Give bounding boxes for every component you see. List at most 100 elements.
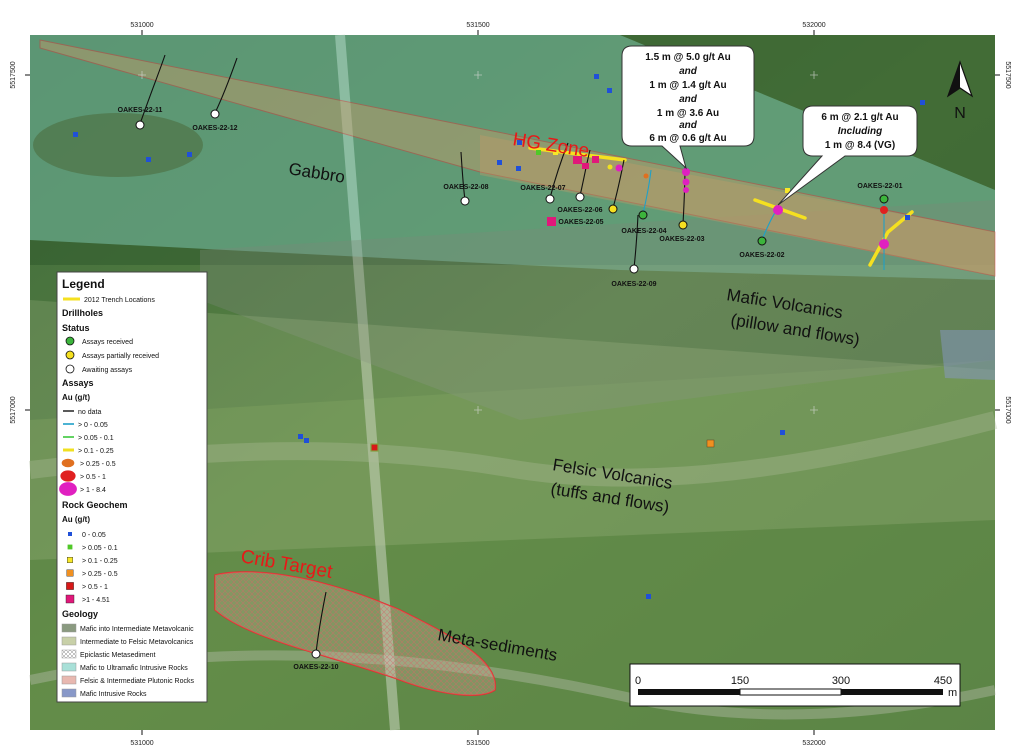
drill-collar-oakes-22-09: [629, 264, 639, 274]
drill-collar-oakes-22-08: [460, 196, 470, 206]
legend-geology-swatch-3: [61, 662, 77, 672]
callout-2-line-2: Including: [838, 126, 882, 137]
legend-rock-swatch-2: [66, 557, 73, 564]
x-tick-bottom-3: 532000: [802, 740, 825, 747]
legend-rock-au-heading: Au (g/t): [62, 515, 90, 524]
drillhole-label-08: OAKES-22-08: [443, 184, 488, 191]
legend-rock-swatch-3: [66, 569, 74, 577]
legend-title: Legend: [62, 277, 105, 291]
north-arrow: N: [946, 60, 974, 122]
callout-1-line-7: 6 m @ 0.6 g/t Au: [649, 133, 726, 144]
x-tick-bottom-2: 531500: [466, 740, 489, 747]
drillhole-label-02: OAKES-22-02: [739, 252, 784, 259]
drillhole-label-04: OAKES-22-04: [621, 228, 666, 235]
legend-status-received-swatch: [65, 336, 75, 346]
legend-assay-label-3: > 0.1 - 0.25: [78, 448, 114, 455]
assay-callout-2: 6 m @ 2.1 g/t Au Including 1 m @ 8.4 (VG…: [777, 105, 918, 206]
legend-assay-label-6: > 1 - 8.4: [80, 487, 106, 494]
y-tick-left-2: 5517000: [10, 396, 17, 423]
legend-assay-swatch-6: [59, 482, 77, 496]
scale-bar: 0 150 300 450 m: [629, 663, 961, 707]
x-tick-top-2: 531500: [466, 22, 489, 29]
callout-1-line-4: and: [679, 94, 698, 105]
legend-status-received: Assays received: [82, 339, 133, 346]
legend-geology-swatch-2: [61, 649, 77, 659]
legend-geology-label-5: Mafic Intrusive Rocks: [80, 691, 147, 698]
scale-label-0: 0: [635, 675, 641, 687]
legend-assay-label-4: > 0.25 - 0.5: [80, 461, 116, 468]
x-tick-top-3: 532000: [802, 22, 825, 29]
callout-2-line-1: 6 m @ 2.1 g/t Au: [821, 112, 898, 123]
legend-assay-swatch-5: [60, 470, 76, 482]
rock-geochem-samples: [73, 74, 925, 599]
assay-intercepts: [607, 164, 889, 249]
legend-rock-label-3: > 0.25 - 0.5: [82, 571, 118, 578]
legend-rock-label-2: > 0.1 - 0.25: [82, 558, 118, 565]
y-tick-right-1: 5517500: [1004, 61, 1011, 88]
scale-label-450: 450: [934, 675, 952, 687]
legend-geology-label-1: Intermediate to Felsic Metavolcanics: [80, 639, 194, 646]
legend-rock-label-0: 0 - 0.05: [82, 532, 106, 539]
drillhole-labels: OAKES-22-11 OAKES-22-12 OAKES-22-08 OAKE…: [118, 107, 903, 671]
y-tick-left-1: 5517500: [10, 61, 17, 88]
geology-polygons: [30, 35, 996, 696]
drill-collar-oakes-22-12: [210, 109, 220, 119]
legend-assays-heading: Assays: [62, 378, 94, 388]
legend-rock-heading: Rock Geochem: [62, 500, 128, 510]
legend-status-awaiting: Awaiting assays: [82, 367, 133, 374]
legend-status-heading: Status: [62, 323, 90, 333]
legend-rock-swatches: 0 - 0.05 > 0.05 - 0.1 > 0.1 - 0.25 > 0.25 -…: [65, 532, 118, 604]
drill-collar-oakes-22-11: [135, 120, 145, 130]
x-tick-bottom-1: 531000: [130, 740, 153, 747]
drillhole-label-11: OAKES-22-11: [118, 107, 163, 114]
legend-rock-swatch-5: [65, 594, 75, 604]
legend-geology-label-3: Mafic to Ultramafic Intrusive Rocks: [80, 665, 188, 672]
legend-assay-label-5: > 0.5 - 1: [80, 474, 106, 481]
legend-assay-label-1: > 0 - 0.05: [78, 422, 108, 429]
callout-1-line-1: 1.5 m @ 5.0 g/t Au: [645, 52, 731, 63]
callout-1-line-2: and: [679, 66, 698, 77]
drill-collar-oakes-22-06: [575, 192, 585, 202]
legend-geology-label-2: Epiclastic Metasediment: [80, 652, 156, 659]
legend-rock-swatch-4: [66, 582, 74, 590]
legend-geology-label-4: Felsic & Intermediate Plutonic Rocks: [80, 678, 194, 685]
legend-trench-label: 2012 Trench Locations: [84, 297, 155, 304]
drillhole-label-09: OAKES-22-09: [611, 281, 656, 288]
legend-status-awaiting-swatch: [65, 364, 75, 374]
legend-geology-heading: Geology: [62, 609, 98, 619]
legend: Legend 2012 Trench Locations Drillholes …: [56, 271, 208, 703]
drill-collars: [135, 109, 889, 659]
legend-au-heading: Au (g/t): [62, 393, 90, 402]
x-tick-top-1: 531000: [130, 22, 153, 29]
drillhole-label-07: OAKES-22-07: [520, 185, 565, 192]
assay-callout-1: 1.5 m @ 5.0 g/t Au and 1 m @ 1.4 g/t Au …: [621, 45, 755, 170]
legend-rock-swatch-0: [68, 532, 72, 536]
legend-rock-label-1: > 0.05 - 0.1: [82, 545, 118, 552]
callout-1-line-5: 1 m @ 3.6 Au: [657, 108, 719, 119]
callout-1-line-6: and: [679, 120, 698, 131]
legend-rock-label-4: > 0.5 - 1: [82, 584, 108, 591]
legend-assay-swatches: no data> 0 - 0.05> 0.05 - 0.1> 0.1 - 0.2…: [59, 409, 116, 496]
scale-unit: m: [948, 687, 957, 699]
legend-geology-swatches: Mafic into Intermediate MetavolcanicInte…: [61, 623, 194, 698]
legend-rock-label-5: >1 - 4.51: [82, 597, 110, 604]
drill-collar-oakes-22-07: [545, 194, 555, 204]
drill-collar-oakes-22-05: [608, 204, 618, 214]
drillhole-label-03: OAKES-22-03: [659, 236, 704, 243]
grid-ticks: [25, 30, 1000, 735]
legend-assay-swatch-4: [61, 458, 75, 468]
drillhole-label-01: OAKES-22-01: [857, 183, 902, 190]
callout-1-line-3: 1 m @ 1.4 g/t Au: [649, 80, 726, 91]
legend-geology-swatch-4: [61, 675, 77, 685]
callout-2-line-3: 1 m @ 8.4 (VG): [825, 140, 895, 151]
drill-collar-oakes-22-01: [879, 194, 889, 204]
scale-label-150: 150: [731, 675, 749, 687]
legend-geology-label-0: Mafic into Intermediate Metavolcanic: [80, 626, 194, 633]
legend-drillholes-heading: Drillholes: [62, 308, 103, 318]
drillhole-label-10: OAKES-22-10: [293, 664, 338, 671]
legend-geology-swatch-0: [61, 623, 77, 633]
legend-status-partial-swatch: [65, 350, 75, 360]
legend-status-partial: Assays partially received: [82, 353, 159, 360]
legend-assay-label-2: > 0.05 - 0.1: [78, 435, 114, 442]
